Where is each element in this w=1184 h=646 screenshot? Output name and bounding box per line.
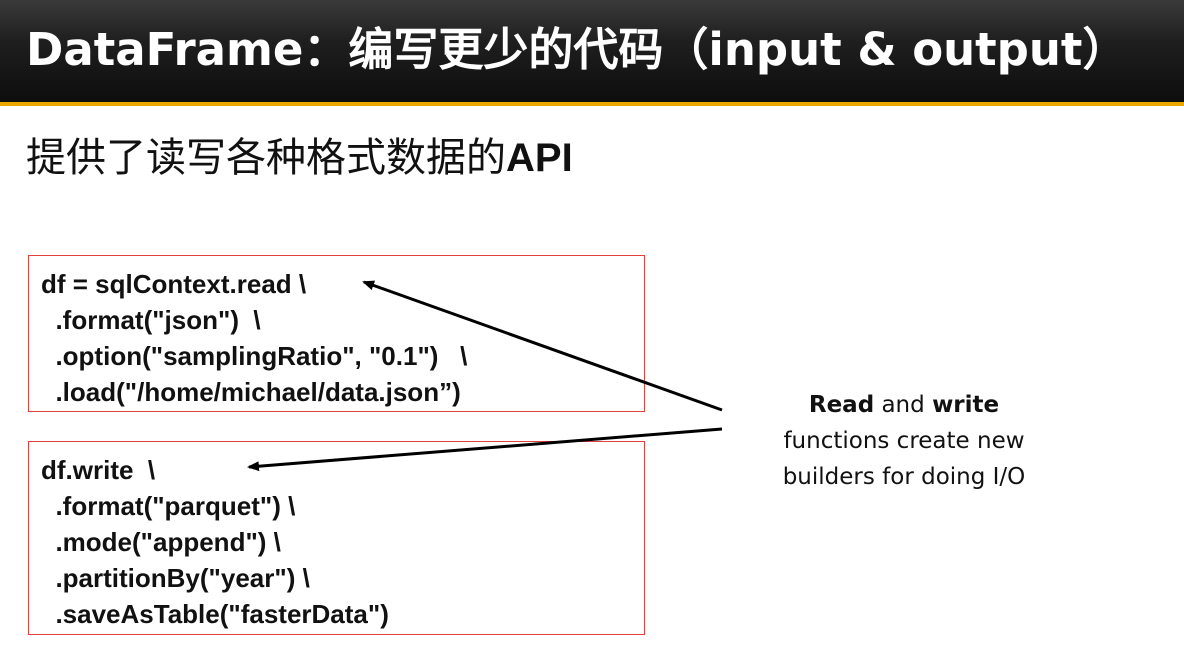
write-code-line: .mode("append") \ <box>41 527 281 557</box>
read-code-line: .option("samplingRatio", "0.1") \ <box>41 341 468 371</box>
write-code-box: df.write \ .format("parquet") \ .mode("a… <box>28 441 645 635</box>
callout-write-word: write <box>932 392 1000 418</box>
write-code-line: .format("parquet") \ <box>41 491 296 521</box>
arrow-to-read <box>362 280 723 412</box>
subtitle-api: API <box>506 136 573 180</box>
read-code-line: .format("json") \ <box>41 305 261 335</box>
callout-line-2: functions create new <box>783 428 1025 454</box>
title-bar: DataFrame：编写更少的代码（input & output） <box>0 0 1184 102</box>
read-code-line: .load("/home/michael/data.json”) <box>41 377 461 407</box>
callout-line-3: builders for doing I/O <box>782 464 1026 490</box>
slide-title: DataFrame：编写更少的代码（input & output） <box>26 23 1128 76</box>
callout-read-word: Read <box>808 392 875 418</box>
write-code-line: .saveAsTable("fasterData") <box>41 599 389 629</box>
callout-line-1: Read and write <box>755 387 1053 423</box>
arrow-to-write <box>247 427 723 472</box>
callout-text: Read and write functions create new buil… <box>755 387 1053 495</box>
read-code-line: df = sqlContext.read \ <box>41 269 307 299</box>
title-accent-stripe <box>0 102 1184 106</box>
write-code-line: df.write \ <box>41 455 156 485</box>
slide-subtitle: 提供了读写各种格式数据的API <box>26 132 573 184</box>
write-code-line: .partitionBy("year") \ <box>41 563 310 593</box>
read-code-box: df = sqlContext.read \ .format("json") \… <box>28 255 645 412</box>
callout-and-word: and <box>874 392 933 418</box>
subtitle-text: 提供了读写各种格式数据的 <box>26 135 506 181</box>
